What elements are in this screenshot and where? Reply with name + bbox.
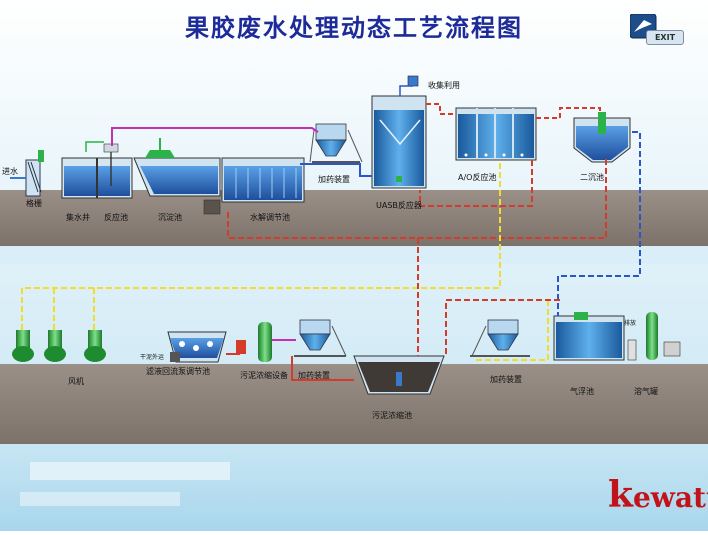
bottom-band: [0, 444, 708, 531]
dry-sludge-bin: [170, 352, 180, 362]
sludge-thickener-pump: [236, 340, 246, 354]
clarifier-center-well: [598, 112, 606, 134]
label-dosing-upper: 加药装置: [318, 175, 350, 184]
ao-dividers: [476, 108, 514, 158]
blower-3: [84, 330, 106, 362]
label-discharge: 排放: [624, 320, 637, 327]
upper-ground: [0, 190, 708, 246]
label-biogas-use: 收集利用: [428, 81, 460, 90]
label-hydrolysis-tank: 水解调节池: [250, 213, 290, 222]
label-uasb: UASB反应器: [376, 201, 422, 210]
air-compressor: [663, 341, 681, 357]
label-sludge-thickener-equip: 污泥浓缩设备: [240, 371, 288, 380]
collection-well-water: [64, 166, 96, 196]
flotation-outlet: [627, 339, 637, 361]
label-sludge-thickening-tank: 污泥浓缩池: [372, 411, 412, 420]
bottom-reflection-2: [20, 492, 180, 506]
filtrate-bubbles: [179, 341, 213, 351]
dosing-device-mid-left: [294, 319, 347, 357]
grille-bar: [27, 161, 39, 193]
air-flotation-water: [556, 322, 622, 358]
pipe-red-flotation-sludge: [445, 299, 560, 356]
pipe-magenta-feed: [111, 127, 319, 146]
upper-ground-shadow: [0, 246, 708, 264]
pipe-biogas: [399, 85, 413, 96]
clarifier-water: [576, 126, 628, 160]
pipe-yellow-flotation: [474, 300, 549, 361]
label-air-flotation: 气浮池: [570, 387, 594, 396]
pipe-red-thickening-out: [291, 356, 354, 381]
pipe-blue-to-flotation: [557, 131, 641, 316]
ao-aerators: [464, 153, 524, 157]
uasb-pump: [396, 176, 402, 182]
lower-ground: [0, 364, 708, 444]
pipe-green-scraper: [85, 141, 104, 152]
exit-label[interactable]: EXIT: [646, 30, 684, 45]
label-secondary-clarifier: 二沉池: [580, 173, 604, 182]
blower-1: [12, 330, 34, 362]
reaction-tank-water: [98, 166, 130, 196]
pipe-yellow-air-main: [21, 160, 501, 330]
label-reaction-tank: 反应池: [104, 213, 128, 222]
label-filtrate-tank: 滤液回流泵调节池: [146, 367, 210, 376]
grille-bar: [30, 161, 42, 193]
sedimentation-water: [140, 166, 218, 194]
brand-logo: kewatt: [608, 474, 708, 516]
brand-logo-rest: ewatt: [632, 481, 708, 514]
pipe-blue-uasb-feed: [300, 163, 372, 177]
brand-logo-first: k: [608, 474, 633, 516]
label-dosing-mid-right: 加药装置: [490, 375, 522, 384]
pipe-red-sludge-return: [227, 158, 607, 239]
dissolved-air-tank: [646, 312, 658, 360]
sedimentation-sludge-scraper: [145, 150, 175, 158]
pipe-red-uasb-to-ao: [426, 103, 456, 115]
well-divider: [96, 158, 98, 198]
bottom-reflection: [30, 462, 230, 480]
scraper-post: [159, 138, 161, 152]
dosing-device-mid-right: [470, 319, 530, 357]
label-sedimentation-tank: 沉淀池: [158, 213, 182, 222]
label-ao-tank: A/O反应池: [458, 173, 497, 182]
page-title: 果胶废水处理动态工艺流程图: [185, 14, 523, 42]
pipe-red-ao-return: [419, 160, 533, 207]
hydrolysis-water: [224, 166, 302, 200]
sludge-thickener-equipment: [258, 322, 272, 362]
label-grille: 格栅: [26, 199, 42, 208]
uasb-separator: [379, 119, 421, 146]
label-dosing-mid-left: 加药装置: [298, 371, 330, 380]
blower-2: [44, 330, 66, 362]
biogas-collector: [407, 75, 419, 87]
grille-pump: [38, 150, 44, 162]
exit-arrow-icon: [634, 20, 652, 32]
dosing-device-upper: [309, 123, 363, 163]
flotation-skimmer: [574, 312, 588, 320]
label-dissolved-air-tank: 溶气罐: [634, 387, 658, 396]
pipe-red-ao-to-clarifier: [536, 107, 601, 119]
hydrolysis-sump: [203, 199, 221, 215]
label-blower: 风机: [68, 377, 84, 386]
label-inlet: 进水: [2, 167, 18, 176]
sludge-pump: [396, 372, 402, 386]
label-collection-well: 集水井: [66, 213, 90, 222]
label-dry-sludge: 干泥外运: [140, 354, 165, 361]
hydrolysis-packing: [235, 168, 297, 198]
